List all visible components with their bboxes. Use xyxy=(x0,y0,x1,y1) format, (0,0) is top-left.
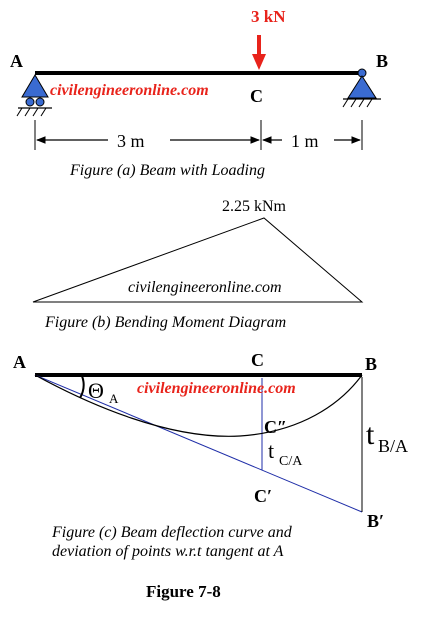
t-ca-main: t xyxy=(268,438,274,463)
roller-support-a xyxy=(16,74,52,117)
pin-support-b xyxy=(342,68,381,108)
theta-symbol: Θ xyxy=(88,378,104,403)
theta-arc xyxy=(79,375,85,399)
point-b-label-c: B xyxy=(365,354,377,374)
dimension-lines xyxy=(34,120,363,150)
point-c-label: C xyxy=(250,86,263,106)
point-b-label: B xyxy=(376,51,388,71)
theta-subscript: A xyxy=(109,391,119,406)
point-c-label-c: C xyxy=(251,350,264,370)
figure-b-bending-moment-diagram: 2.25 kNm civilengineeronline.com Figure … xyxy=(32,198,364,331)
c-double-prime-label: C″ xyxy=(264,417,287,437)
watermark-a: civilengineeronline.com xyxy=(50,82,209,99)
dimension-right-label: 1 m xyxy=(291,131,319,151)
figure-c-deflection-curve: A C B Θ A civilengineeronline.com C″ C′ … xyxy=(13,350,408,560)
figure-title: Figure 7-8 xyxy=(146,582,221,601)
c-prime-label: C′ xyxy=(254,486,272,506)
dimension-left-label: 3 m xyxy=(117,131,145,151)
point-a-label-c: A xyxy=(13,352,26,372)
caption-b: Figure (b) Bending Moment Diagram xyxy=(44,314,286,331)
b-prime-label: B′ xyxy=(367,511,384,531)
bmd-triangle xyxy=(32,217,364,303)
t-ba-main: t xyxy=(366,418,375,451)
watermark-b: civilengineeronline.com xyxy=(128,279,282,296)
caption-a: Figure (a) Beam with Loading xyxy=(69,162,265,179)
point-a-label: A xyxy=(10,51,23,71)
tangent-at-a xyxy=(34,374,363,513)
deflection-curve xyxy=(34,374,363,437)
t-ca-subscript: C/A xyxy=(279,454,303,469)
load-label: 3 kN xyxy=(251,7,286,26)
figure-a-beam-with-loading: 3 kN A B C xyxy=(10,7,388,179)
caption-c-line2: deviation of points w.r.t tangent at A xyxy=(52,543,284,560)
bmd-peak-label: 2.25 kNm xyxy=(222,198,287,215)
load-arrow xyxy=(252,35,266,70)
watermark-c: civilengineeronline.com xyxy=(137,380,296,397)
caption-c-line1: Figure (c) Beam deflection curve and xyxy=(51,524,293,541)
t-ba-subscript: B/A xyxy=(378,436,408,456)
